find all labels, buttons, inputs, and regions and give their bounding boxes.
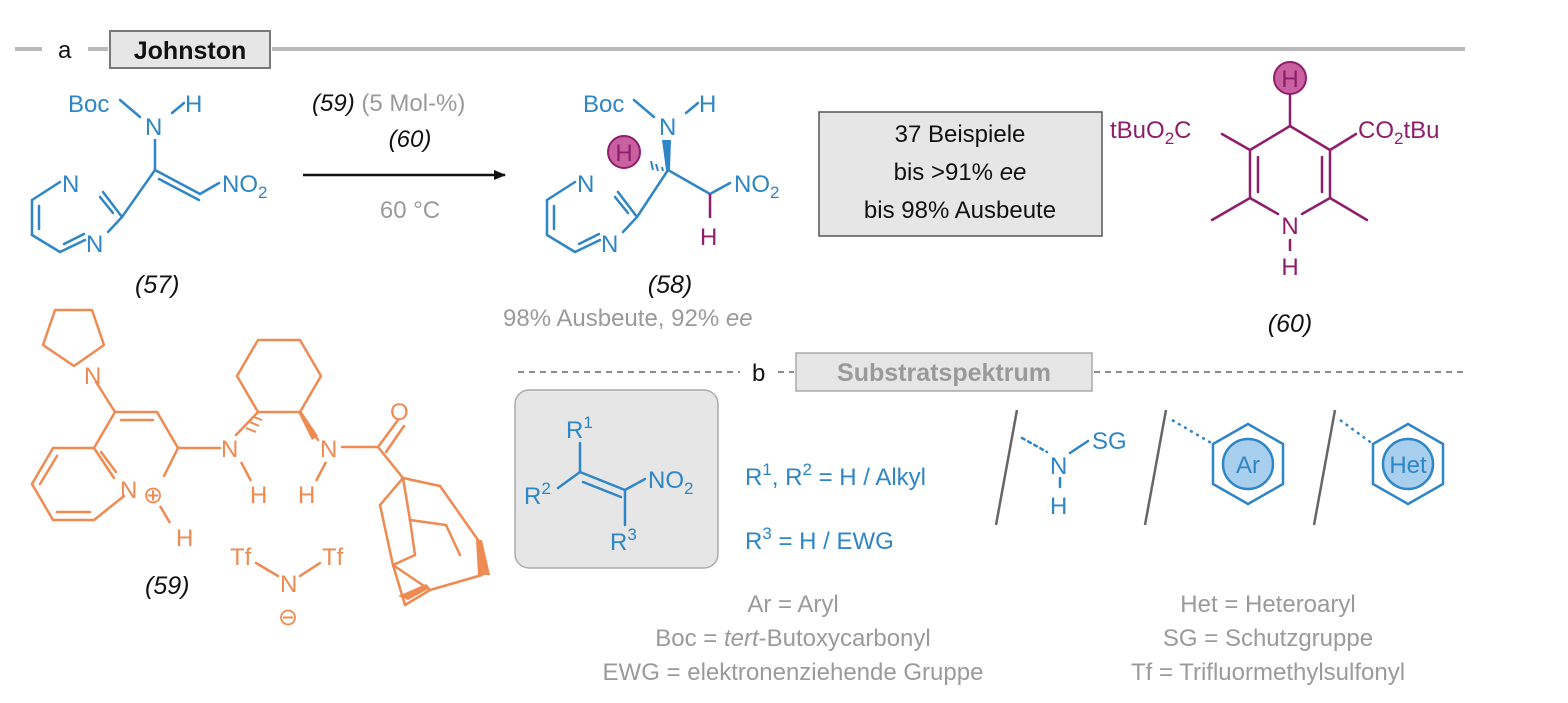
c58-yield: 98% Ausbeute, 92% ee: [503, 305, 753, 332]
scope-panel: R1 R2 R3 NO2 R1, R2 = H / Alkyl R3 = H /…: [514, 389, 1445, 569]
c60-label: (60): [1268, 310, 1312, 338]
c58-ring-n1: N: [577, 171, 594, 198]
scope-eq1: R1, R2 = H / Alkyl: [745, 460, 926, 491]
section-b-letter: b: [752, 360, 765, 387]
c60-nh: H: [1281, 254, 1298, 281]
legend-right-1: SG = Schutzgruppe: [1163, 625, 1373, 652]
c57-n: N: [145, 114, 162, 141]
c59-anion-tf2: Tf: [322, 544, 344, 571]
compound-57: Boc N H N N NO2 (57): [30, 91, 267, 299]
c59-quin-n: N: [120, 477, 137, 504]
c59-nh2-h: H: [298, 482, 315, 509]
scope-r3: R3: [610, 525, 637, 556]
c59-pyrrolidine-n: N: [84, 363, 101, 390]
c57-ring-n2: N: [86, 231, 103, 258]
reductant-ref: (60): [389, 126, 432, 153]
c59-anion-tf1: Tf: [230, 544, 252, 571]
scope-heteroaryl: Het: [1339, 418, 1445, 506]
c60-h-ball: H: [1281, 66, 1298, 93]
c57-no2: NO2: [222, 171, 267, 202]
summary-line3: bis 98% Ausbeute: [864, 197, 1056, 224]
c60-right-ester: CO2tBu: [1358, 117, 1440, 148]
c58-n: N: [659, 114, 676, 141]
legend-right-2: Tf = Trifluormethylsulfonyl: [1131, 659, 1405, 686]
c57-h: H: [185, 91, 202, 118]
compound-59: N N ⊕ H N H N H O Tf N Tf ⊖ (59): [30, 308, 490, 631]
scope-no2: NO2: [648, 467, 693, 498]
scope-sg-h: H: [1050, 493, 1067, 520]
c58-h: H: [699, 91, 716, 118]
reaction-arrow: (59) (5 Mol-%) (60) 60 °C: [303, 90, 506, 224]
c59-nh1-h: H: [250, 482, 267, 509]
catalyst-ref: (59) (5 Mol-%): [312, 90, 465, 117]
summary-line1: 37 Beispiele: [895, 121, 1026, 148]
c57-boc: Boc: [68, 91, 109, 118]
temperature: 60 °C: [380, 197, 440, 224]
scope-ar-label: Ar: [1236, 452, 1260, 479]
legend-left-2: EWG = elektronenziehende Gruppe: [603, 659, 984, 686]
c60-left-ester: tBuO2C: [1110, 117, 1192, 148]
c59-nh2-n: N: [320, 436, 337, 463]
scope-eq2: R3 = H / EWG: [745, 524, 894, 555]
section-b-title: Substratspektrum: [837, 359, 1051, 387]
scope-aryl: Ar: [1171, 418, 1285, 506]
c60-n: N: [1281, 213, 1298, 240]
c59-label: (59): [145, 572, 189, 600]
c58-h-ball: H: [615, 140, 632, 167]
legend: Ar = Aryl Boc = tert-Butoxycarbonyl EWG …: [603, 591, 1406, 686]
c58-ring-n2: N: [601, 231, 618, 258]
scope-r1: R1: [566, 413, 593, 444]
summary-box: 37 Beispiele bis >91% ee bis 98% Ausbeut…: [818, 111, 1103, 237]
scope-het-label: Het: [1389, 452, 1427, 479]
c59-plus: ⊕: [143, 482, 163, 509]
c58-boc: Boc: [583, 91, 624, 118]
legend-left-0: Ar = Aryl: [747, 591, 838, 618]
scope-sg: SG: [1092, 428, 1127, 455]
section-a-letter: a: [58, 37, 72, 64]
c59-anion-n: N: [280, 571, 297, 598]
summary-line2: bis >91% ee: [894, 159, 1027, 186]
c59-quin-h: H: [176, 525, 193, 552]
legend-right-0: Het = Heteroaryl: [1180, 591, 1355, 618]
compound-60: H tBuO2C CO2tBu N H (60): [1110, 61, 1440, 338]
c57-label: (57): [135, 271, 179, 299]
c59-carbonyl-o: O: [390, 399, 409, 426]
c59-nh1-n: N: [221, 436, 238, 463]
legend-left-1: Boc = tert-Butoxycarbonyl: [655, 625, 930, 652]
c58-label: (58): [648, 271, 692, 299]
section-a-header: a Johnston: [15, 30, 1465, 69]
c57-ring-n1: N: [62, 171, 79, 198]
c59-minus: ⊖: [278, 604, 298, 631]
scope-sg-n: N: [1050, 453, 1067, 480]
scope-r2: R2: [524, 479, 551, 510]
c58-h-purple: H: [700, 224, 717, 251]
c58-no2: NO2: [734, 171, 779, 202]
section-b-header: b Substratspektrum: [518, 352, 1465, 392]
compound-58: H Boc N H N N NO2 H (58) 98% Ausbeute, 9…: [503, 91, 779, 332]
section-a-title: Johnston: [134, 37, 247, 65]
